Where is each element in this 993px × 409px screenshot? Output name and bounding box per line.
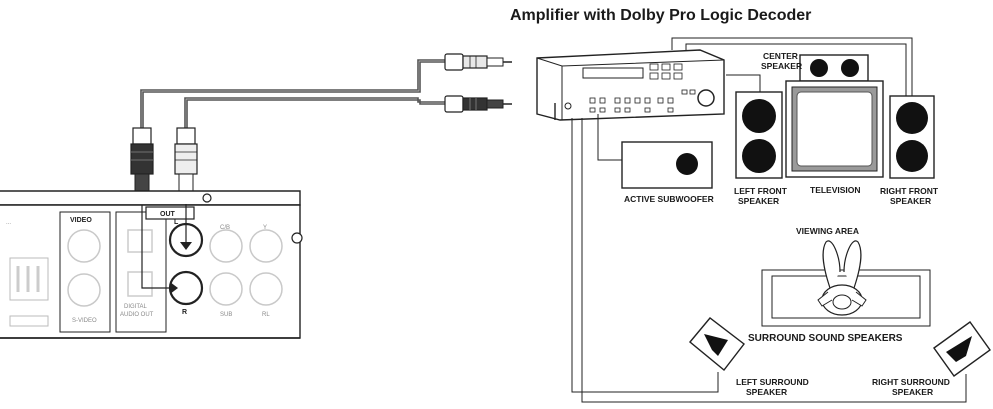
component-rl-label: RL xyxy=(262,312,270,318)
center-speaker-label-1: CENTER xyxy=(763,51,798,61)
component-sub-jack xyxy=(209,272,243,306)
speaker-wires xyxy=(571,37,967,403)
active-subwoofer: ACTIVE SUBWOOFER xyxy=(621,141,714,204)
viewing-area-label: VIEWING AREA xyxy=(796,226,859,236)
component-cb-jack xyxy=(209,229,243,263)
right-front-speaker: RIGHT FRONT SPEAKER xyxy=(880,95,939,206)
digital-out-label-2: AUDIO OUT xyxy=(120,312,154,318)
rca-plug-top xyxy=(444,53,512,71)
video-jack xyxy=(67,229,101,263)
viewer-figure xyxy=(817,240,867,316)
rca-plug-bottom xyxy=(444,95,512,113)
s-video-jack xyxy=(67,273,101,307)
right-front-speaker-label-2: SPEAKER xyxy=(890,196,931,206)
component-y-jack xyxy=(249,229,283,263)
audio-cables xyxy=(140,59,445,128)
video-label: VIDEO xyxy=(70,217,92,224)
dvd-player-rear-panel: ... VIDEO S-VIDEO DIGITAL AUDIO OUT OUT … xyxy=(0,190,303,339)
amplifier-buttons xyxy=(589,89,696,113)
left-front-speaker-label-2: SPEAKER xyxy=(738,196,779,206)
model-text: ... xyxy=(6,220,11,226)
television-label: TELEVISION xyxy=(810,185,861,195)
left-surround-speaker-label-2: SPEAKER xyxy=(746,387,787,397)
right-front-speaker-label-1: RIGHT FRONT xyxy=(880,186,939,196)
left-front-speaker-label-1: LEFT FRONT xyxy=(734,186,788,196)
couch xyxy=(761,269,931,327)
component-sub-label: SUB xyxy=(220,312,232,318)
television: TELEVISION xyxy=(785,80,884,195)
center-speaker-label-2: SPEAKER xyxy=(761,61,802,71)
surround-sound-speakers-label: SURROUND SOUND SPEAKERS xyxy=(748,333,903,344)
left-surround-speaker: LEFT SURROUND SPEAKER xyxy=(689,317,809,397)
right-surround-speaker: RIGHT SURROUND SPEAKER xyxy=(872,321,991,397)
active-subwoofer-label: ACTIVE SUBWOOFER xyxy=(624,194,714,204)
component-cb-label: C/B xyxy=(220,225,230,231)
s-video-label: S-VIDEO xyxy=(72,318,97,324)
amplifier xyxy=(536,49,725,121)
right-jack-label: R xyxy=(182,309,187,316)
right-surround-speaker-label-2: SPEAKER xyxy=(892,387,933,397)
digital-out-label-1: DIGITAL xyxy=(124,304,148,310)
diagram-title: Amplifier with Dolby Pro Logic Decoder xyxy=(510,7,811,24)
left-jack-label: L xyxy=(174,219,179,226)
right-surround-speaker-label-1: RIGHT SURROUND xyxy=(872,377,950,387)
left-front-speaker: LEFT FRONT SPEAKER xyxy=(734,91,788,206)
component-y-label: Y xyxy=(263,225,267,231)
component-rl-jack xyxy=(249,272,283,306)
left-surround-speaker-label-1: LEFT SURROUND xyxy=(736,377,809,387)
center-speaker: CENTER SPEAKER xyxy=(761,51,869,82)
out-label: OUT xyxy=(160,211,176,218)
